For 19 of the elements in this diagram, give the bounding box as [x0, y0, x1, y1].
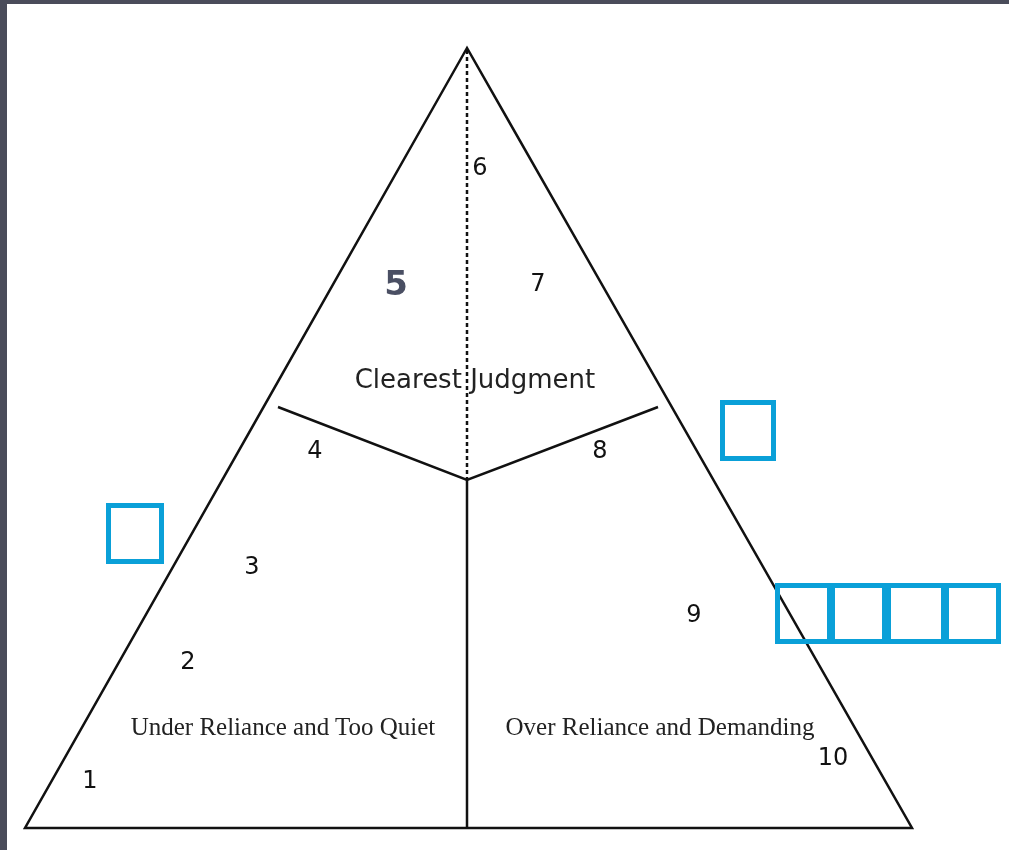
empty-box	[720, 400, 776, 461]
region-number: 3	[244, 552, 260, 580]
section-label: Under Reliance and Too Quiet	[108, 710, 458, 744]
region-number: 2	[180, 647, 196, 675]
empty-box	[830, 583, 887, 644]
empty-box	[886, 583, 946, 644]
region-number: 6	[472, 153, 488, 181]
region-number: 10	[817, 743, 849, 771]
empty-box	[944, 583, 1001, 644]
section-label: Over Reliance and Demanding	[490, 710, 830, 744]
region-number: 8	[592, 436, 608, 464]
region-number: 1	[82, 766, 98, 794]
section-label: Clearest Judgment	[265, 362, 685, 396]
region-number: 9	[686, 600, 702, 628]
empty-box	[106, 503, 164, 564]
empty-box	[775, 583, 832, 644]
region-number: 7	[530, 269, 546, 297]
region-number: 4	[307, 436, 323, 464]
region-number: 5	[384, 263, 408, 303]
